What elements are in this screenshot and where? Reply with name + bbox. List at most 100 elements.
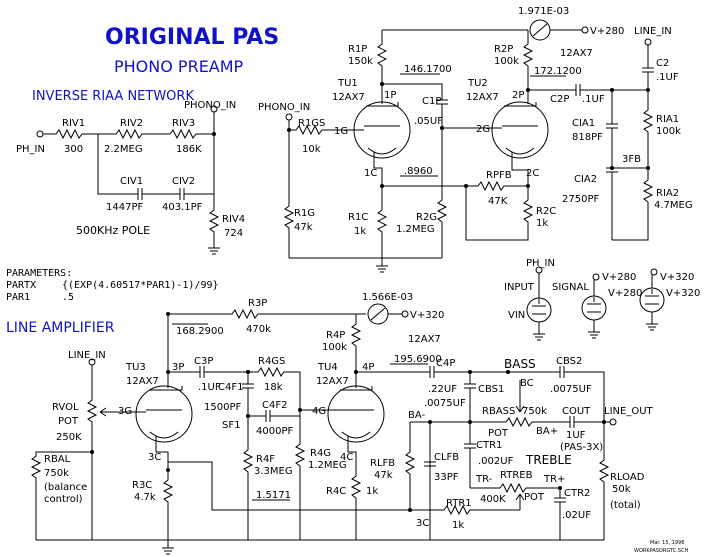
tu2-grid: 2G [476,124,490,135]
v4p-value: 195.6900 [394,354,442,365]
tu2-cathode: 2C [526,168,539,179]
rbal-value: 750k [44,468,69,479]
r1p-value: 150k [348,56,373,67]
line-stage: 1.566E-03 V+320 R3P 470k 168.2900 12AX7 … [30,292,654,555]
r3c-name: R3C [132,480,152,491]
c3p-value: .1UF [198,382,221,393]
rtr1-value: 1k [452,520,464,531]
cbs1-value: .0075UF [424,398,466,409]
rlfb-value: 47k [374,470,393,481]
rload-name: RLOAD [610,472,645,483]
tu2-type-top: 12AX7 [560,48,593,59]
tu3-cathode: 3C [148,452,161,463]
r2g-value: 1.2MEG [396,224,435,235]
ria1-name: RIA1 [656,114,679,125]
v1p-value: 146.1700 [404,64,452,75]
r4p-name: R4P [326,330,345,341]
clfb-value: 33PF [434,472,459,483]
v3p-value: 168.2900 [176,326,224,337]
r1c-value: 1k [354,226,366,237]
cout-note: (PAS-3X) [560,442,603,453]
r1g-name: R1G [294,208,315,219]
r2c-name: R2C [536,206,556,217]
footer-file: WORKPASORGTC.SCH [634,548,689,554]
r1p-name: R1P [348,44,367,55]
c4f2-name: C4F2 [262,400,287,411]
cbs2-name: CBS2 [556,356,582,367]
tu1-cathode: 1C [364,168,377,179]
r2g-name: R2G [416,212,437,223]
riv2-name: RIV2 [120,118,143,129]
ph-in-source-label: PH_IN [526,258,555,269]
tr-minus-label: TR- [475,474,493,485]
partx-name: PARTX [6,280,36,291]
ria2-name: RIA2 [656,188,679,199]
par1-value: .5 [62,292,74,303]
sources: PH_IN INPUT VIN SIGNAL V+280 V+280 V+320… [504,258,700,341]
r4c-value: 1k [366,486,378,497]
rpfb-value: 47K [488,196,508,207]
tu1-type: 12AX7 [332,92,365,103]
riv4-value: 724 [224,228,243,239]
clfb-name: CLFB [434,452,459,463]
footer-date: Mar. 15, 1998 [650,540,684,546]
rbass-name: RBASS [482,406,515,417]
tu3-plate: 3P [172,362,184,373]
params-heading: PARAMETERS: [6,268,72,279]
riaa-network: PH_IN RIV1 300 RIV2 2.2MEG RIV3 186K CIV… [16,100,245,255]
r3c-value: 4.7k [134,492,156,503]
r4g-value: 1.2MEG [308,460,347,471]
tu4-plate: 4P [362,362,374,373]
rvol-value: 250K [56,432,82,443]
phono-in-label: PHONO_IN [258,102,310,113]
bc-label: BC [520,378,534,389]
r4p-value: 100k [322,342,347,353]
riaa-pole-note: 500KHz POLE [76,224,150,237]
treble-label: TREBLE [525,453,572,467]
riv1-value: 300 [64,144,83,155]
vin-label: VIN [508,310,525,321]
tu4-tube [327,385,385,443]
tu4-type: 12AX7 [316,376,349,387]
c1p-value: .05UF [414,116,443,127]
cia1-value: 818PF [572,132,603,143]
riaa-heading: INVERSE RIAA NETWORK [32,89,194,104]
rvol-kind: POT [58,416,79,427]
v280a-label: V+280 [602,272,636,283]
tu2-plate: 2P [512,90,524,101]
node-3fb: 3FB [622,154,641,165]
r2p-value: 100k [494,56,519,67]
riv4-name: RIV4 [222,214,245,225]
cbs2-value: .0075UF [550,384,592,395]
ba-minus-label: BA- [408,410,425,421]
cout-name: COUT [562,406,591,417]
tu3-type: 12AX7 [126,376,159,387]
rbal-note1: (balance [44,482,87,493]
v280b-label: V+280 [608,288,642,299]
riaa-input-label: PH_IN [16,144,45,155]
r2p-name: R2P [494,44,513,55]
subtitle: PHONO PREAMP [114,57,244,76]
tu2-tube [491,101,549,159]
phono-supply: V+280 [590,26,624,37]
ctr1-name: CTR1 [476,440,502,451]
rtr1-name: RTR1 [446,498,472,509]
tu4-grid: 4G [312,406,326,417]
riv3-value: 186K [176,144,202,155]
c4f1-value: 1500PF [204,402,241,413]
rload-note: (total) [610,500,641,511]
civ2-value: 403.1PF [162,202,203,213]
tu4-type-top: 12AX7 [408,334,441,345]
vfb-value: .8960 [404,166,433,177]
ba-plus-label: BA+ [536,426,558,437]
line-out-label: LINE_OUT [604,406,654,417]
civ1-name: CIV1 [120,176,143,187]
signal-label: SIGNAL [552,282,589,293]
input-label: INPUT [504,282,535,293]
tu1-plate: 1P [384,90,396,101]
cia1-name: CIA1 [572,118,595,129]
riaa-output-label: PHONO_IN [184,100,236,111]
c4p-value: .22UF [428,384,457,395]
r4f-name: R4F [256,454,275,465]
